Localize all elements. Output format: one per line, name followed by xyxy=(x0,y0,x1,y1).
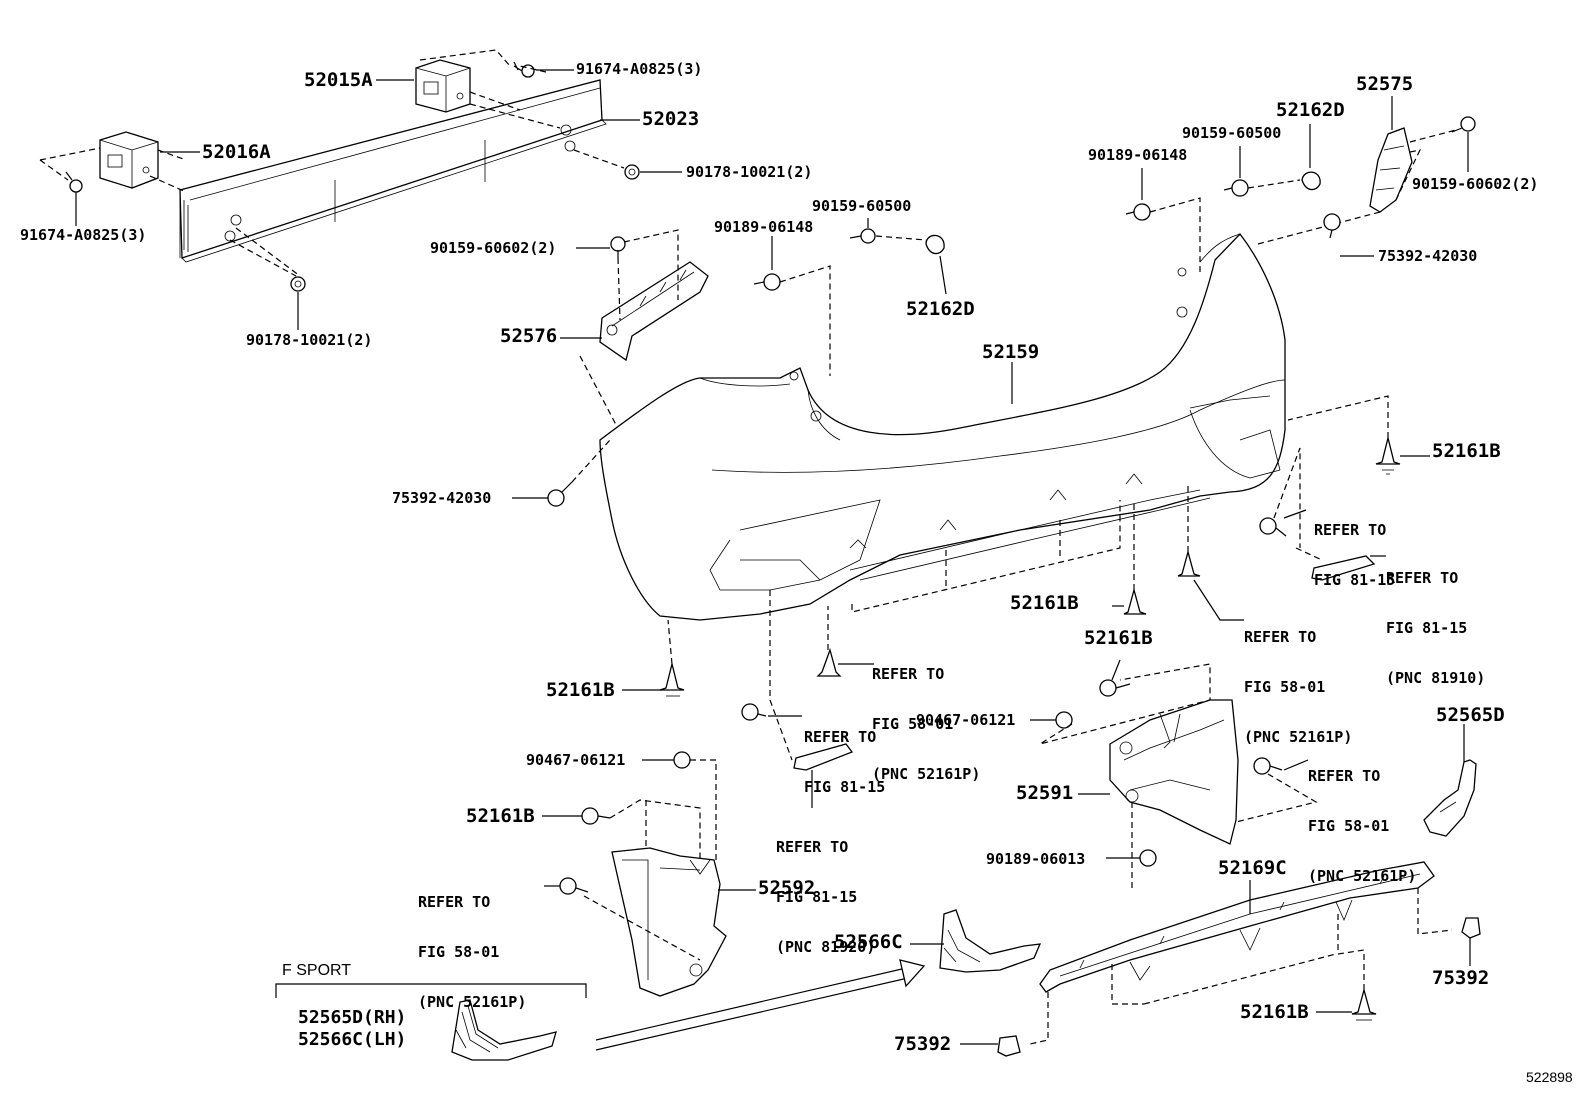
label-52592: 52592 xyxy=(758,877,816,899)
nut-90178-left xyxy=(290,276,306,292)
screw-75392-42030-right xyxy=(1323,213,1341,239)
clip-52162D-right xyxy=(1301,171,1321,191)
label-52566C: 52566C xyxy=(834,931,903,953)
label-90159-60602-right: 90159-60602(2) xyxy=(1412,175,1539,193)
clip-refer-5801-center xyxy=(816,647,842,677)
refer-note-r7: REFER TO FIG 81-15 (PNC 81920) xyxy=(776,837,876,957)
bolt-90159-60500-mid xyxy=(849,228,876,244)
clip-refer-8115-right xyxy=(1259,517,1287,537)
label-52016A: 52016A xyxy=(202,141,271,163)
bolt-91674-top xyxy=(513,61,535,78)
label-75392-42030-left: 75392-42030 xyxy=(392,489,492,507)
label-90189-06148-mid: 90189-06148 xyxy=(714,218,814,236)
label-52591: 52591 xyxy=(1016,782,1074,804)
label-52576: 52576 xyxy=(500,325,558,347)
label-90178-left: 90178-10021(2) xyxy=(246,331,373,349)
clip-refer-8115-center xyxy=(741,703,767,721)
bolt-90189-06148-right xyxy=(1125,203,1151,221)
label-90189-06013: 90189-06013 xyxy=(986,850,1086,868)
label-52162D-mid: 52162D xyxy=(906,298,975,320)
section-label-fsport: F SPORT xyxy=(282,962,352,979)
clip-52161B-center-1 xyxy=(1123,587,1147,615)
clip-52161B-bottom xyxy=(1351,987,1377,1021)
bolt-91674-left xyxy=(65,171,83,193)
bracket-52015A xyxy=(415,59,471,113)
reflector-pnc-81920 xyxy=(793,743,854,771)
fsport-part-lh: 52566C(LH) xyxy=(298,1029,407,1050)
reflector-pnc-81910 xyxy=(1311,555,1376,581)
extension-52565D xyxy=(1423,759,1477,837)
label-52161B-r1: 52161B xyxy=(1432,440,1501,462)
label-90159-60602-left: 90159-60602(2) xyxy=(430,239,557,257)
clip-75392-bottom xyxy=(997,1035,1021,1057)
refer-note-r8: REFER TO FIG 58-01 (PNC 52161P) xyxy=(418,892,527,1012)
label-90178-top: 90178-10021(2) xyxy=(686,163,813,181)
reinforcement-beam-52023 xyxy=(179,79,607,263)
fsport-garnish xyxy=(451,999,557,1061)
label-52161B-l2: 52161B xyxy=(466,805,535,827)
diagram-id: 522898 xyxy=(1526,1069,1573,1085)
clip-refer-5801-right xyxy=(1177,549,1201,577)
label-75392-42030-right: 75392-42030 xyxy=(1378,247,1478,265)
clip-52161B-left xyxy=(659,663,685,697)
bolt-90189-06148-mid xyxy=(753,273,781,291)
label-52015A: 52015A xyxy=(304,69,373,91)
bracket-52016A xyxy=(99,131,159,189)
label-90159-60500-mid: 90159-60500 xyxy=(812,197,912,215)
label-90189-06148-right: 90189-06148 xyxy=(1088,146,1188,164)
nut-90178-top xyxy=(624,164,640,180)
refer-note-r4: REFER TO FIG 58-01 (PNC 52161P) xyxy=(872,664,981,784)
label-52161B-c1: 52161B xyxy=(1010,592,1079,614)
label-90159-60500-right: 90159-60500 xyxy=(1182,124,1282,142)
nut-90467-06121-left xyxy=(673,751,691,769)
label-52023: 52023 xyxy=(642,108,700,130)
clip-52161B-right xyxy=(1375,437,1401,475)
mud-guard-52592 xyxy=(611,847,727,997)
label-52161B-c2: 52161B xyxy=(1084,627,1153,649)
clip-refer-5801-right-lower xyxy=(1253,757,1283,775)
refer-note-r2: REFER TO FIG 81-15 (PNC 81910) xyxy=(1386,568,1486,688)
label-90467-06121-left: 90467-06121 xyxy=(526,751,626,769)
label-90467-06121-mid: 90467-06121 xyxy=(916,711,1016,729)
label-52162D-right: 52162D xyxy=(1276,99,1345,121)
label-52565D: 52565D xyxy=(1436,704,1505,726)
clip-75392-right xyxy=(1461,917,1481,939)
nut-90189-06013 xyxy=(1139,849,1157,867)
refer-note-r6: REFER TO FIG 58-01 (PNC 52161P) xyxy=(1308,766,1417,886)
fsport-part-rh: 52565D(RH) xyxy=(298,1007,407,1028)
label-75392-right: 75392 xyxy=(1432,967,1490,989)
clip-52161B-left-lower xyxy=(581,807,611,825)
bolt-90159-60602-right xyxy=(1451,116,1476,133)
refer-note-r1: REFER TO FIG 81-15 xyxy=(1314,520,1396,589)
side-bracket-52576 xyxy=(599,261,709,362)
label-52161B-l1: 52161B xyxy=(546,679,615,701)
label-91674-left: 91674-A0825(3) xyxy=(20,226,147,244)
label-75392-bottom: 75392 xyxy=(894,1033,952,1055)
refer-note-r3: REFER TO FIG 58-01 (PNC 52161P) xyxy=(1244,627,1353,747)
bumper-cover-52159 xyxy=(599,233,1286,621)
side-bracket-52575 xyxy=(1369,127,1413,213)
bolt-90159-left xyxy=(610,236,626,258)
label-52161B-bottom: 52161B xyxy=(1240,1001,1309,1023)
mud-guard-52591 xyxy=(1109,699,1239,845)
bolt-90159-60500-right xyxy=(1223,179,1249,197)
garnish-52566C xyxy=(939,909,1042,973)
label-91674-top: 91674-A0825(3) xyxy=(576,60,703,78)
label-52575: 52575 xyxy=(1356,73,1414,95)
label-52159: 52159 xyxy=(982,341,1040,363)
label-52169C: 52169C xyxy=(1218,857,1287,879)
refer-note-r5: REFER TO FIG 81-15 xyxy=(804,727,886,796)
clip-52161B-center-2 xyxy=(1099,679,1131,697)
screw-75392-42030-left xyxy=(547,481,573,507)
clip-52162D-mid xyxy=(925,234,945,255)
clip-refer-5801-left xyxy=(559,877,589,895)
